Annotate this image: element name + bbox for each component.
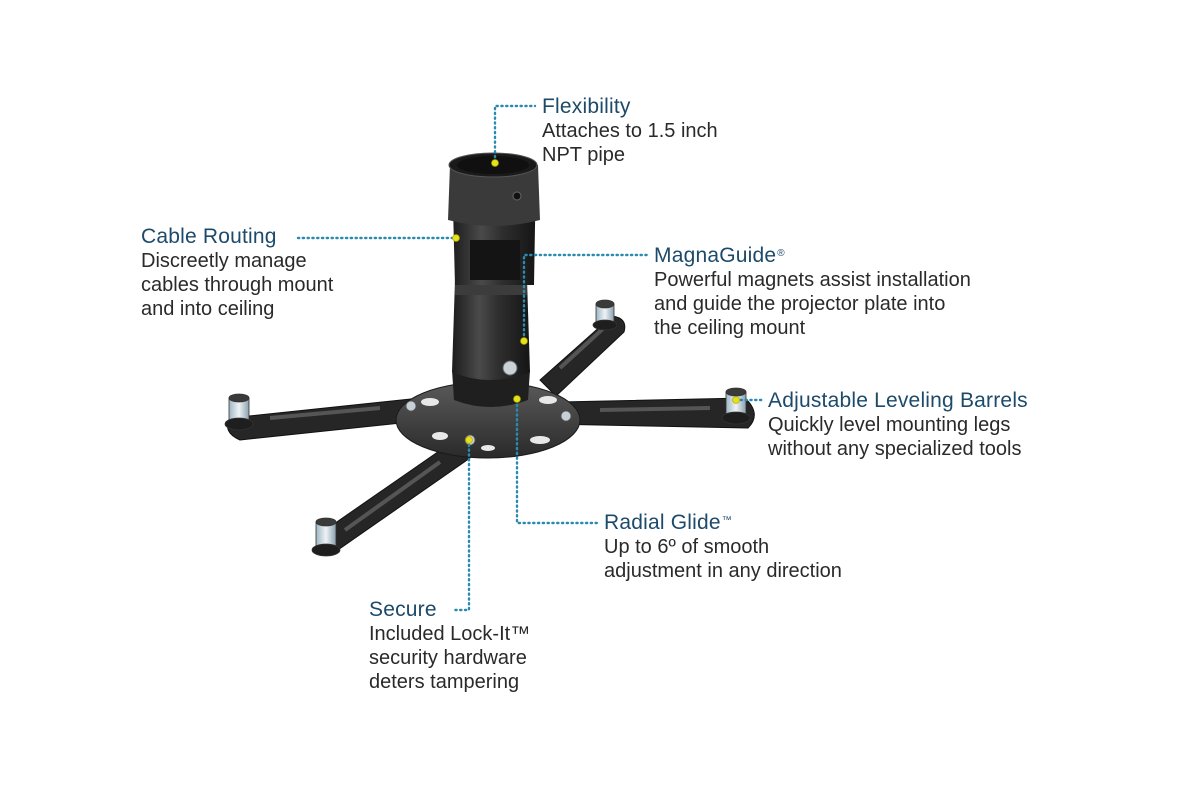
leader-lines — [296, 104, 764, 612]
leveling-barrels — [224, 299, 751, 557]
marker-dots — [452, 159, 740, 444]
marker-dot-magnaguide — [520, 337, 528, 345]
callout-secure: Secure Included Lock-It™ security hardwa… — [369, 598, 530, 694]
callout-title: Secure — [369, 598, 437, 621]
callout-cable-routing: Cable Routing Discreetly manage cables t… — [141, 225, 333, 321]
mount-legs — [227, 315, 755, 553]
callout-flexibility: Flexibility Attaches to 1.5 inch NPT pip… — [542, 95, 718, 167]
callout-description: Quickly level mounting legs without any … — [768, 414, 1022, 460]
marker-dot-secure — [465, 436, 473, 444]
callout-title: Radial Glide™ — [604, 511, 732, 534]
callout-title: MagnaGuide® — [654, 244, 785, 267]
marker-dot-cable-routing — [452, 234, 460, 242]
callout-description: Up to 6º of smooth adjustment in any dir… — [604, 536, 842, 582]
callout-radial-glide: Radial Glide™ Up to 6º of smooth adjustm… — [604, 511, 842, 583]
marker-dot-radial-glide — [513, 395, 521, 403]
callout-title: Flexibility — [542, 95, 631, 118]
callout-title: Adjustable Leveling Barrels — [768, 389, 1028, 412]
callout-description: Powerful magnets assist installation and… — [654, 269, 971, 339]
marker-dot-flexibility — [491, 159, 499, 167]
mount-column — [448, 152, 540, 407]
callout-leveling-barrels: Adjustable Leveling Barrels Quickly leve… — [768, 389, 1029, 461]
callout-title: Cable Routing — [141, 225, 277, 248]
callout-description: Included Lock-It™ security hardware dete… — [369, 623, 531, 693]
marker-dot-leveling — [732, 396, 740, 404]
callout-description: Discreetly manage cables through mount a… — [141, 250, 334, 320]
callout-magnaguide: MagnaGuide® Powerful magnets assist inst… — [654, 244, 971, 340]
callout-description: Attaches to 1.5 inch NPT pipe — [542, 120, 718, 166]
